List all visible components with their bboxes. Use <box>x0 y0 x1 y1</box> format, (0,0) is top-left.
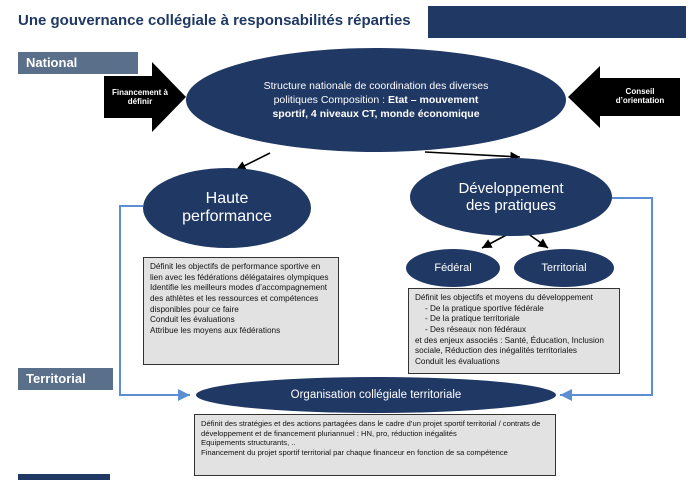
dev-intro: Définit les objectifs et moyens du dével… <box>415 293 593 302</box>
org-text-1: Définit des stratégies et des actions pa… <box>201 419 541 438</box>
organisation-box: Définit des stratégies et des actions pa… <box>194 414 556 476</box>
haute-performance-line2: performance <box>182 208 272 225</box>
territorial-band: Territorial <box>18 368 113 390</box>
organisation-ellipse: Organisation collégiale territoriale <box>196 377 556 413</box>
hp-text-2: Identifie les meilleurs modes d’accompag… <box>150 283 328 314</box>
page-title: Une gouvernance collégiale à responsabil… <box>18 12 411 29</box>
hp-text-3: Conduit les évaluations <box>150 315 235 325</box>
developpement-line1: Développement <box>458 180 564 197</box>
hp-text-4: Attribue les moyens aux fédérations <box>150 325 281 335</box>
developpement-line2: des pratiques <box>465 197 557 214</box>
haute-performance-line1: Haute <box>205 190 249 207</box>
dev-list: De la pratique sportive fédérale De la p… <box>415 304 613 336</box>
national-structure-line3: sportif, 4 niveaux CT, monde économique <box>272 108 480 121</box>
org-text-2: Equipements structurants, .. <box>201 438 296 448</box>
bottom-band <box>18 474 110 480</box>
national-structure-line2: politiques Composition : Etat – mouvemen… <box>274 93 479 107</box>
conseil-arrow-label: Conseil d’orientation <box>615 87 665 105</box>
national-structure-line2a: politiques Composition : <box>273 93 388 106</box>
territorial-ellipse: Territorial <box>514 249 614 287</box>
haute-performance-box: Définit les objectifs de performance spo… <box>143 257 339 365</box>
national-structure-line2b: Etat – mouvement <box>387 93 479 106</box>
haute-performance-ellipse: Haute performance <box>143 168 311 248</box>
financement-arrow-label: Financement à définir <box>111 88 168 106</box>
hp-text-1: Définit les objectifs de performance spo… <box>150 262 329 282</box>
dev-item-federale: De la pratique sportive fédérale <box>425 304 613 315</box>
org-text-3: Financement du projet sportif territoria… <box>201 448 508 458</box>
dev-outro: et des enjeux associés : Santé, Éducatio… <box>415 335 604 356</box>
header-bar <box>428 6 686 38</box>
dev-item-reseaux: Des réseaux non fédéraux <box>425 325 613 336</box>
developpement-box: Définit les objectifs et moyens du dével… <box>408 288 620 374</box>
federal-ellipse: Fédéral <box>406 249 500 287</box>
dev-last: Conduit les évaluations <box>415 356 500 366</box>
dev-item-territoriale: De la pratique territoriale <box>425 314 613 325</box>
left-black-arrow <box>104 62 186 132</box>
national-band: National <box>18 52 138 74</box>
developpement-ellipse: Développement des pratiques <box>410 158 612 236</box>
national-structure-ellipse: Structure nationale de coordination des … <box>186 48 566 152</box>
right-black-arrow <box>568 66 680 128</box>
national-structure-line1: Structure nationale de coordination des … <box>263 79 489 92</box>
